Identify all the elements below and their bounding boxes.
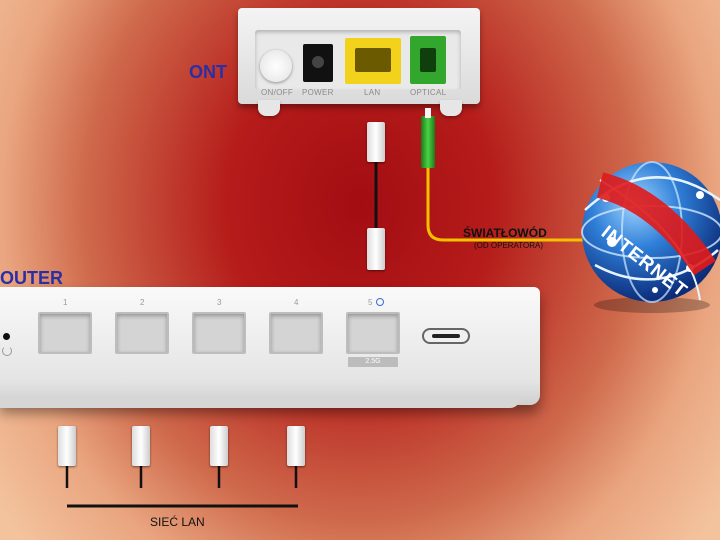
ont-port-label: LAN	[364, 88, 381, 97]
optical-port	[410, 36, 446, 84]
router-lan-port-2	[115, 312, 169, 354]
ethernet-plug	[210, 426, 228, 466]
ethernet-plug	[132, 426, 150, 466]
router-port-number: 1	[63, 298, 68, 307]
reset-hole	[3, 333, 10, 340]
power-jack	[303, 44, 333, 82]
internet-globe	[581, 161, 720, 313]
router-lan-port-1	[38, 312, 92, 354]
ont-foot	[440, 100, 462, 116]
router-port-number: 2	[140, 298, 145, 307]
ont-lan-port	[345, 38, 401, 84]
globe-icon	[376, 298, 384, 306]
fiber-connector	[421, 116, 435, 168]
ont-title: ONT	[189, 62, 227, 82]
router-lan-port-3	[192, 312, 246, 354]
usb-c-port	[422, 328, 470, 344]
lan-label: SIEĆ LAN	[150, 515, 205, 529]
port-speed-badge: 2.5G	[348, 357, 398, 367]
router-port-number: 4	[294, 298, 299, 307]
ont-port-label: OPTICAL	[410, 88, 447, 97]
ont-foot	[258, 100, 280, 116]
router-port-number: 3	[217, 298, 222, 307]
reset-icon	[2, 346, 12, 356]
ethernet-plug	[287, 426, 305, 466]
ont-port-label: ON/OFF	[261, 88, 294, 97]
router-port-number: 5	[368, 298, 373, 307]
fiber-connector-tip	[425, 108, 431, 118]
router-base	[0, 398, 520, 408]
fiber-label: ŚWIATŁOWÓD	[463, 226, 547, 240]
fiber-sublabel: (OD OPERATORA)	[474, 241, 544, 250]
ethernet-plug	[367, 122, 385, 162]
router-title: OUTER	[0, 268, 63, 288]
ethernet-plug	[367, 228, 385, 270]
ethernet-plug	[58, 426, 76, 466]
router-wan-port-5	[346, 312, 400, 354]
router-lan-port-4	[269, 312, 323, 354]
ont-port-label: POWER	[302, 88, 334, 97]
power-switch-button	[260, 50, 292, 82]
fiber-cable	[426, 165, 600, 242]
